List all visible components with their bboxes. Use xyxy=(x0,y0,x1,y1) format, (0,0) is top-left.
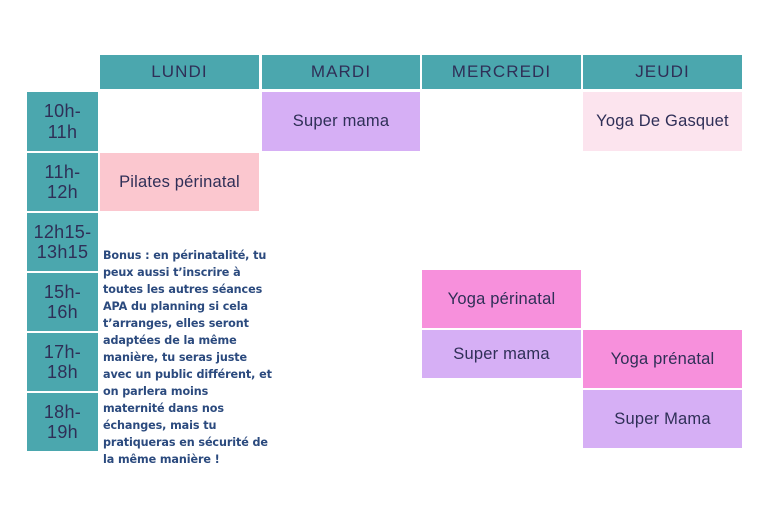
time-slot-10-11-label: 10h- 11h xyxy=(43,101,82,142)
column-header-mercredi-label: MERCREDI xyxy=(451,62,552,82)
bonus-note-text: Bonus : en périnatalité, tu peux aussi t… xyxy=(103,249,272,467)
time-slot-11-12-label: 11h- 12h xyxy=(44,161,81,202)
time-slot-10-11: 10h- 11h xyxy=(27,92,98,151)
time-slot-17-18: 17h- 18h xyxy=(27,333,98,391)
class-entry-label: Super mama xyxy=(292,112,390,131)
time-slot-15-16-label: 15h- 16h xyxy=(43,281,82,322)
class-entry-jeudi-17h-18h[interactable]: Yoga prénatal xyxy=(583,330,742,388)
class-entry-label: Pilates périnatal xyxy=(119,172,240,191)
column-header-lundi: LUNDI xyxy=(100,55,259,89)
column-header-mardi: MARDI xyxy=(262,55,420,89)
column-header-jeudi: JEUDI xyxy=(583,55,742,89)
time-slot-17-18-label: 17h- 18h xyxy=(43,341,82,382)
class-entry-label: Yoga De Gasquet xyxy=(596,112,729,131)
time-slot-11-12: 11h- 12h xyxy=(27,153,98,211)
class-entry-mercredi-17h-18h[interactable]: Super mama xyxy=(422,330,581,378)
class-entry-lundi-11h-12h[interactable]: Pilates périnatal xyxy=(100,153,259,211)
class-entry-jeudi-10h-11h[interactable]: Yoga De Gasquet xyxy=(583,92,742,151)
column-header-lundi-label: LUNDI xyxy=(151,62,208,82)
class-entry-mardi-10h-11h[interactable]: Super mama xyxy=(262,92,420,151)
time-slot-1215-1315-label: 12h15- 13h15 xyxy=(33,221,92,262)
time-slot-18-19-label: 18h- 19h xyxy=(43,401,82,442)
column-header-mercredi: MERCREDI xyxy=(422,55,581,89)
class-entry-jeudi-18h-19h[interactable]: Super Mama xyxy=(583,390,742,448)
class-entry-label: Super mama xyxy=(453,344,550,363)
time-slot-15-16: 15h- 16h xyxy=(27,273,98,331)
class-entry-label: Super Mama xyxy=(614,409,711,428)
time-slot-18-19: 18h- 19h xyxy=(27,393,98,451)
class-entry-label: Yoga périnatal xyxy=(447,289,556,308)
column-header-mardi-label: MARDI xyxy=(310,62,372,82)
column-header-jeudi-label: JEUDI xyxy=(635,62,690,82)
class-entry-label: Yoga prénatal xyxy=(610,349,715,368)
class-entry-mercredi-15h-16h[interactable]: Yoga périnatal xyxy=(422,270,581,328)
time-slot-1215-1315: 12h15- 13h15 xyxy=(27,213,98,271)
